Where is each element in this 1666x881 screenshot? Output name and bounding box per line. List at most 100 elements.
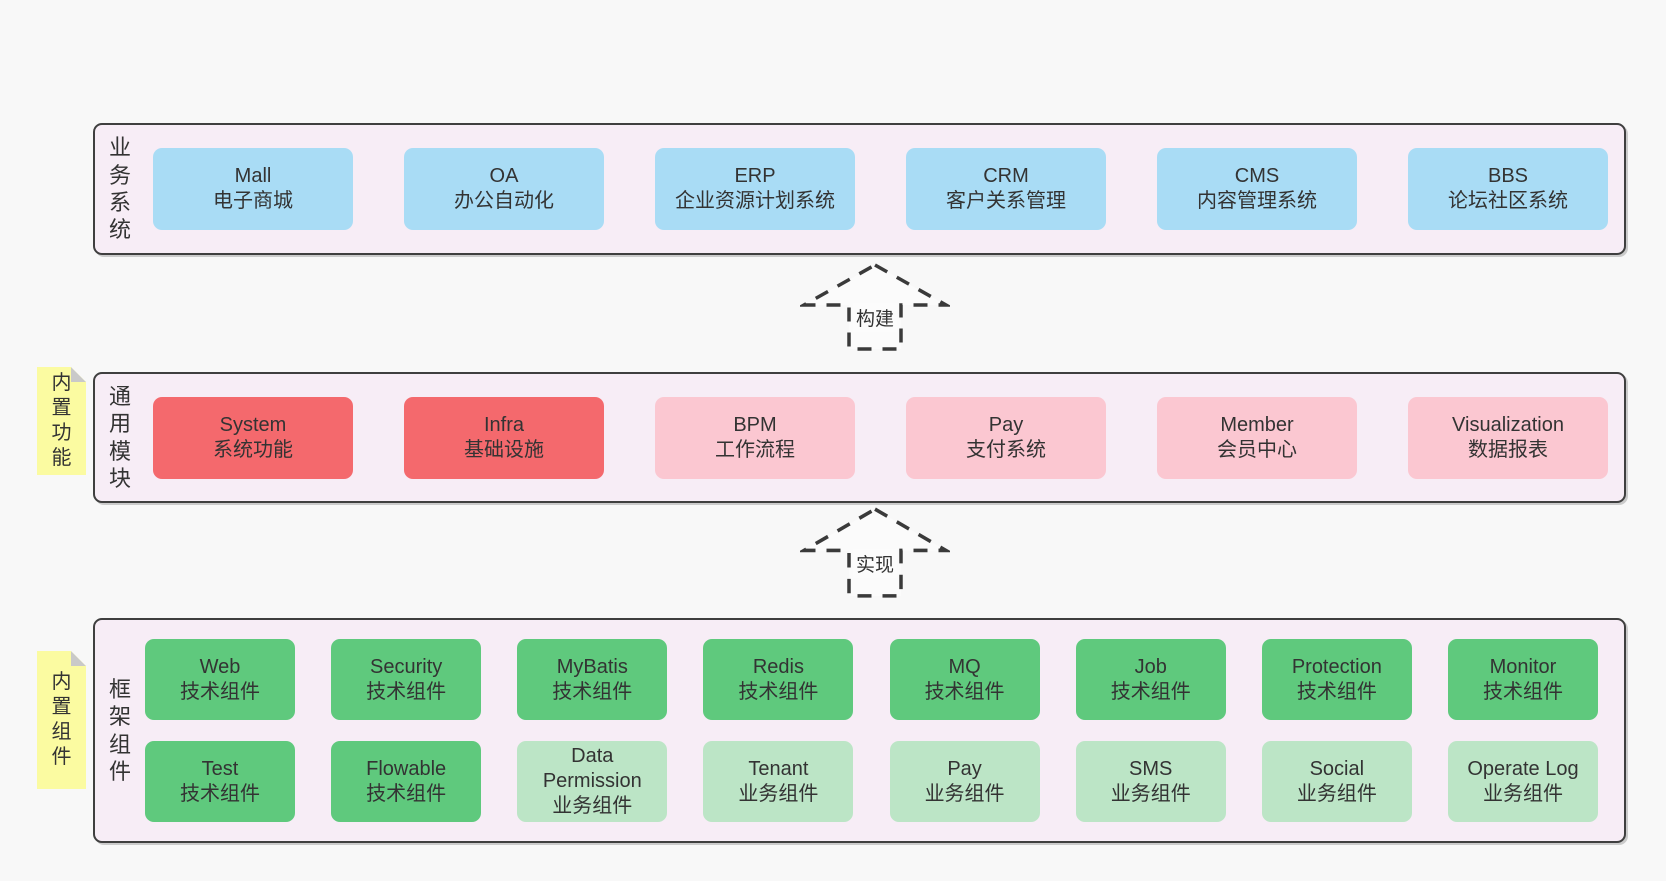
box-mq: MQ 技术组件 (889, 639, 1040, 720)
box-title: System (219, 413, 287, 436)
sticky-built-in-features-label: 内置功能 (51, 372, 72, 469)
box-job: Job 技术组件 (1075, 639, 1226, 720)
box-subtitle: 办公自动化 (454, 190, 554, 212)
box-title: Redis (752, 655, 804, 678)
band-business-systems: 业务系统 Mall 电子商城 OA 办公自动化 ERP 企业资源计划系统 CRM… (93, 123, 1626, 255)
box-subtitle: 技术组件 (1482, 680, 1563, 703)
box-title: CMS (1234, 165, 1280, 187)
box-subtitle: 支付系统 (966, 438, 1046, 461)
box-title: Member (1220, 413, 1294, 436)
box-crm: CRM 客户关系管理 (906, 148, 1106, 230)
box-title: Monitor (1489, 655, 1557, 678)
box-mybatis: MyBatis 技术组件 (517, 639, 668, 720)
sticky-fold-corner (71, 367, 86, 382)
box-title: Flowable (366, 757, 447, 780)
sticky-built-in-components-label: 内置组件 (51, 671, 72, 768)
box-subtitle: 电子商城 (213, 190, 293, 212)
box-title: Protection (1291, 655, 1382, 678)
box-subtitle: 业务组件 (552, 795, 633, 817)
box-subtitle: 系统功能 (213, 438, 293, 461)
box-subtitle: 客户关系管理 (946, 190, 1066, 212)
box-system: System 系统功能 (153, 396, 353, 479)
box-data-permission: Data Permission 业务组件 (517, 741, 668, 822)
box-subtitle: 业务组件 (1296, 782, 1377, 805)
box-flowable: Flowable 技术组件 (331, 741, 482, 822)
sticky-built-in-components: 内置组件 (37, 651, 86, 789)
box-pay-module: Pay 支付系统 (906, 396, 1106, 479)
box-subtitle: 业务组件 (1110, 782, 1191, 805)
box-title: SMS (1129, 757, 1173, 780)
box-erp: ERP 企业资源计划系统 (655, 148, 855, 230)
box-subtitle: 论坛社区系统 (1448, 190, 1568, 212)
box-subtitle: 工作流程 (715, 438, 795, 461)
box-subtitle: 企业资源计划系统 (675, 190, 835, 212)
box-subtitle: 业务组件 (924, 782, 1005, 805)
box-title: Web (199, 655, 241, 678)
box-protection: Protection 技术组件 (1261, 639, 1412, 720)
box-sms: SMS 业务组件 (1075, 741, 1226, 822)
implement-arrow-icon: 实现 (800, 505, 950, 600)
box-test: Test 技术组件 (145, 741, 295, 822)
box-member: Member 会员中心 (1157, 396, 1357, 479)
box-title: Test (201, 757, 239, 780)
box-title: OA (489, 165, 519, 187)
box-title: Mall (234, 165, 272, 187)
box-web: Web 技术组件 (145, 639, 295, 720)
framework-row-1: Web 技术组件 Security 技术组件 MyBatis 技术组件 Redi… (145, 639, 1598, 720)
box-subtitle: 会员中心 (1217, 438, 1297, 461)
box-subtitle: 技术组件 (180, 782, 260, 805)
box-title: Data Permission (542, 745, 642, 792)
box-cms: CMS 内容管理系统 (1157, 148, 1357, 230)
box-title: Social (1309, 757, 1365, 780)
band-common-modules-label: 通用模块 (108, 383, 131, 491)
box-subtitle: 技术组件 (1110, 680, 1191, 703)
box-mall: Mall 电子商城 (153, 148, 353, 230)
box-subtitle: 技术组件 (738, 680, 819, 703)
framework-row-2: Test 技术组件 Flowable 技术组件 Data Permission … (145, 741, 1598, 822)
box-title: Infra (483, 413, 525, 436)
box-security: Security 技术组件 (331, 639, 482, 720)
band-framework-components-label: 框架组件 (108, 676, 131, 784)
box-title: Pay (947, 757, 982, 780)
implement-arrow-label: 实现 (852, 548, 898, 578)
box-title: Job (1134, 655, 1167, 678)
box-tenant: Tenant 业务组件 (703, 741, 854, 822)
box-subtitle: 业务组件 (1482, 782, 1563, 805)
box-visualization: Visualization 数据报表 (1408, 396, 1608, 479)
box-infra: Infra 基础设施 (404, 396, 604, 479)
box-title: MQ (948, 655, 981, 678)
box-title: Operate Log (1467, 757, 1579, 780)
box-redis: Redis 技术组件 (703, 639, 854, 720)
box-subtitle: 基础设施 (464, 438, 544, 461)
box-title: CRM (983, 165, 1029, 187)
band-common-modules: 通用模块 System 系统功能 Infra 基础设施 BPM 工作流程 Pay… (93, 372, 1626, 503)
band-business-systems-label: 业务系统 (108, 135, 131, 243)
box-oa: OA 办公自动化 (404, 148, 604, 230)
box-subtitle: 内容管理系统 (1197, 190, 1317, 212)
box-subtitle: 数据报表 (1468, 438, 1548, 461)
box-subtitle: 技术组件 (366, 680, 447, 703)
box-bpm: BPM 工作流程 (655, 396, 855, 479)
box-subtitle: 技术组件 (366, 782, 447, 805)
sticky-fold-corner (71, 651, 86, 666)
band-framework-components-content: Web 技术组件 Security 技术组件 MyBatis 技术组件 Redi… (133, 620, 1624, 841)
box-subtitle: 技术组件 (552, 680, 633, 703)
box-subtitle: 技术组件 (924, 680, 1005, 703)
band-common-modules-row: System 系统功能 Infra 基础设施 BPM 工作流程 Pay 支付系统… (133, 374, 1624, 501)
box-title: Tenant (748, 757, 809, 780)
box-subtitle: 业务组件 (738, 782, 819, 805)
box-subtitle: 技术组件 (1296, 680, 1377, 703)
box-bbs: BBS 论坛社区系统 (1408, 148, 1608, 230)
build-arrow-label: 构建 (852, 303, 898, 333)
box-title: Visualization (1452, 413, 1564, 436)
box-operate-log: Operate Log 业务组件 (1447, 741, 1598, 822)
sticky-built-in-features: 内置功能 (37, 367, 86, 475)
band-business-systems-row: Mall 电子商城 OA 办公自动化 ERP 企业资源计划系统 CRM 客户关系… (133, 125, 1624, 253)
box-title: ERP (734, 165, 776, 187)
build-arrow-icon: 构建 (800, 261, 950, 353)
box-title: BPM (733, 413, 777, 436)
box-title: BBS (1487, 165, 1529, 187)
box-pay-component: Pay 业务组件 (889, 741, 1040, 822)
box-title: Pay (988, 413, 1024, 436)
